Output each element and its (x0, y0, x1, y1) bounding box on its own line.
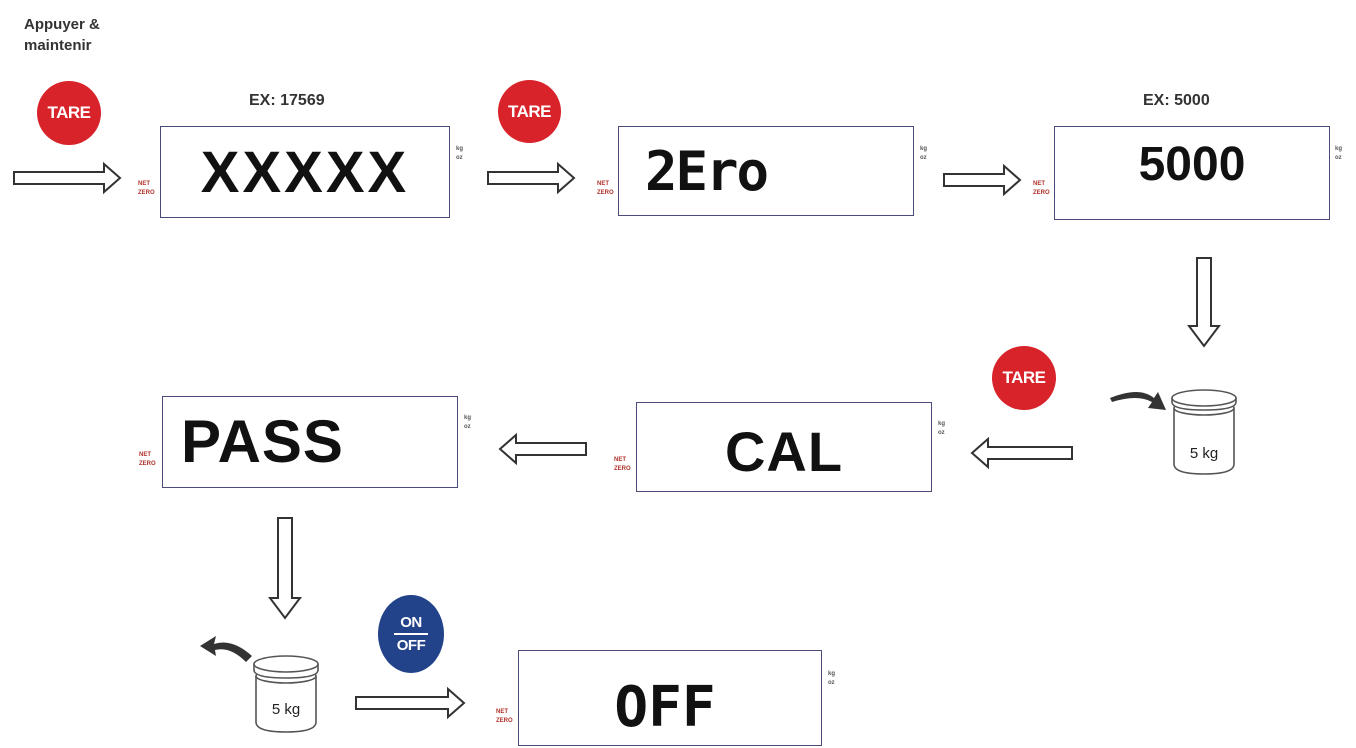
weight-icon-1 (1171, 389, 1237, 475)
oz-label: oz (1335, 155, 1342, 161)
net-label: NET (597, 181, 609, 187)
instruction-line-2: maintenir (24, 37, 92, 54)
on-label: ON (400, 614, 422, 631)
zero-label: ZERO (496, 718, 513, 724)
arrow-left-1 (970, 436, 1073, 470)
weight-label-2: 5 kg (272, 701, 300, 718)
kg-label: kg (920, 146, 928, 152)
oz-label: oz (920, 155, 927, 161)
zero-label: ZERO (1033, 190, 1050, 196)
oz-label: oz (464, 424, 471, 430)
oz-label: oz (828, 680, 835, 686)
display-4: CAL (636, 402, 932, 492)
display-4-value: CAL (724, 419, 844, 483)
display-3: 5000 (1054, 126, 1330, 220)
display-5: PASS (162, 396, 458, 488)
arrow-right-2 (487, 161, 576, 195)
display-2: 2Ero (618, 126, 914, 216)
on-off-button[interactable]: ON OFF (378, 595, 444, 673)
display-5-value: PASS (181, 407, 344, 475)
tare-button-3[interactable]: TARE (992, 346, 1056, 410)
kg-label: kg (1335, 146, 1343, 152)
zero-label: ZERO (614, 466, 631, 472)
display-6: OFF (518, 650, 822, 746)
on-off-divider (394, 633, 428, 635)
indicator-units-6: kg oz (828, 670, 835, 688)
net-label: NET (139, 452, 151, 458)
remove-weight-arrow (200, 636, 252, 662)
zero-label: ZERO (597, 190, 614, 196)
zero-label: ZERO (139, 461, 156, 467)
arrow-right-3 (943, 163, 1022, 197)
tare-button-2[interactable]: TARE (498, 80, 561, 143)
example-caption-2: EX: 5000 (1143, 92, 1210, 109)
arrow-down-1 (1187, 257, 1221, 348)
arrow-right-4 (355, 686, 466, 720)
arrow-right-1 (13, 161, 122, 195)
indicator-units-5: kg oz (464, 414, 471, 432)
net-label: NET (614, 457, 626, 463)
indicator-units-3: kg oz (1335, 145, 1342, 163)
kg-label: kg (456, 146, 464, 152)
indicator-net-zero-2: NET ZERO (597, 180, 614, 198)
indicator-net-zero-4: NET ZERO (614, 456, 631, 474)
display-2-value: 2Ero (645, 139, 769, 203)
weight-icon-2 (253, 655, 319, 733)
example-caption-1: EX: 17569 (249, 92, 325, 109)
kg-label: kg (938, 421, 946, 427)
oz-label: oz (938, 430, 945, 436)
indicator-net-zero-3: NET ZERO (1033, 180, 1050, 198)
oz-label: oz (456, 155, 463, 161)
display-6-value: OFF (614, 674, 716, 740)
indicator-units-2: kg oz (920, 145, 927, 163)
net-label: NET (1033, 181, 1045, 187)
display-3-value: 5000 (1138, 137, 1246, 191)
instruction-line-1: Appuyer & (24, 16, 100, 33)
kg-label: kg (464, 415, 472, 421)
indicator-net-zero-5: NET ZERO (139, 451, 156, 469)
zero-label: ZERO (138, 190, 155, 196)
arrow-down-2 (268, 517, 302, 620)
indicator-units-1: kg oz (456, 145, 463, 163)
tare-button-1[interactable]: TARE (37, 81, 101, 145)
net-label: NET (496, 709, 508, 715)
place-weight-arrow (1110, 392, 1166, 410)
weight-label-1: 5 kg (1190, 445, 1218, 462)
arrow-left-2 (498, 432, 587, 466)
indicator-net-zero-6: NET ZERO (496, 708, 513, 726)
net-label: NET (138, 181, 150, 187)
display-1-value: XXXXX (200, 139, 410, 205)
kg-label: kg (828, 671, 836, 677)
display-1: XXXXX (160, 126, 450, 218)
indicator-net-zero-1: NET ZERO (138, 180, 155, 198)
off-label: OFF (396, 637, 426, 654)
instruction-text: Appuyer & maintenir (24, 14, 100, 56)
indicator-units-4: kg oz (938, 420, 945, 438)
